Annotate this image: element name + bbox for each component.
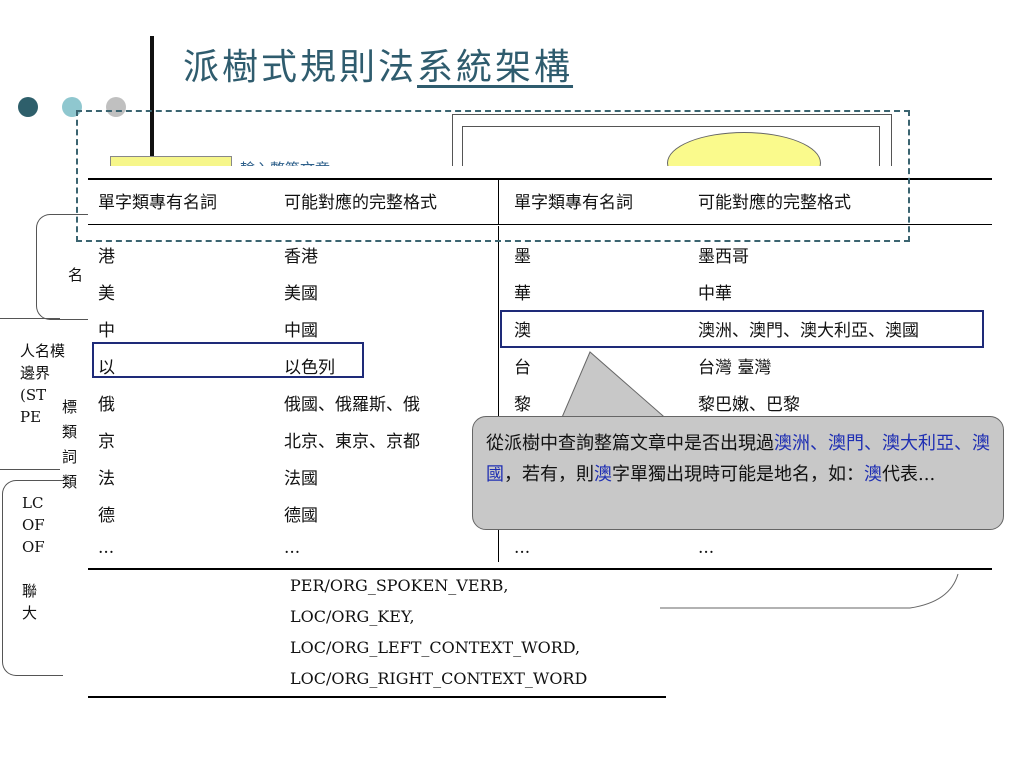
callout-highlight-text: 澳	[594, 464, 612, 485]
highlight-box-ao	[500, 310, 984, 348]
table-cell-left-full: 法國	[284, 469, 318, 489]
table-cell-left-char: 法	[98, 469, 115, 489]
table-cell-left-char: ...	[98, 538, 115, 558]
callout-plain-text: 從派樹中查詢整篇文章中是否出現過	[486, 433, 774, 454]
table-header: 單字類專有名詞	[98, 193, 217, 213]
bottom-rule-line: LOC/ORG_LEFT_CONTEXT_WORD,	[290, 638, 581, 657]
left-box-c-line	[22, 558, 45, 580]
bullet-dot-dark	[18, 97, 38, 117]
table-cell-left-full: 北京、東京、京都	[284, 432, 420, 452]
left-box-c-line: OF	[22, 516, 45, 534]
table-cell-left-full: 俄國、俄羅斯、俄	[284, 395, 420, 415]
left-box-b	[0, 318, 60, 470]
callout-plain-text: 代表...	[882, 464, 936, 485]
callout-box	[472, 416, 1004, 530]
left-box-b-inner-char: 標	[62, 398, 78, 416]
bottom-rule-line: PER/ORG_SPOKEN_VERB,	[290, 576, 509, 595]
table-header-rule	[88, 224, 992, 225]
table-cell-right-char: 墨	[514, 247, 531, 267]
highlight-box-yi	[92, 342, 364, 378]
left-box-c-line: LC	[22, 494, 44, 512]
table-header: 可能對應的完整格式	[284, 193, 437, 213]
table-cell-left-full: 德國	[284, 506, 318, 526]
table-cell-right-char: 澳	[514, 321, 531, 341]
left-box-b-line: PE	[20, 408, 42, 426]
left-box-b-line: 邊界	[20, 364, 51, 382]
table-cell-left-char: 德	[98, 506, 115, 526]
bottom-rule-list: PER/ORG_SPOKEN_VERB, LOC/ORG_KEY, LOC/OR…	[290, 570, 587, 694]
left-box-b-line: 人名模	[20, 342, 66, 360]
bottom-rule-line: LOC/ORG_RIGHT_CONTEXT_WORD	[290, 669, 588, 688]
table-cell-left-full: ...	[284, 538, 301, 558]
left-box-a-text: 名	[68, 266, 84, 284]
title-plain: 派樹式規則法	[183, 47, 418, 88]
table-header-separator	[498, 180, 499, 224]
diagram-connector-outer	[452, 114, 892, 167]
table-mid-rule	[88, 568, 992, 570]
table-cell-left-full: 香港	[284, 247, 318, 267]
table-bottom-rule	[88, 696, 666, 698]
left-box-c-line: OF	[22, 538, 45, 556]
dashed-highlight-frame	[76, 110, 910, 242]
table-top-rule	[88, 178, 992, 180]
bottom-connector-curve	[660, 573, 959, 609]
diagram-connector-inner	[462, 126, 880, 167]
table-cell-right-full: ...	[698, 538, 715, 558]
table-cell-right-full: 墨西哥	[698, 247, 749, 267]
table-cell-right-full: 黎巴嫩、巴黎	[698, 395, 800, 415]
left-box-c-text: LC OF OF 聯 大	[22, 492, 45, 624]
left-box-b-inner-char: 類	[62, 423, 78, 441]
table-cell-left-char: 港	[98, 247, 115, 267]
callout-pointer	[559, 351, 672, 424]
left-box-b-inner-char: 詞	[62, 448, 78, 466]
table-cell-right-char: 台	[514, 358, 531, 378]
table-cell-right-char: 華	[514, 284, 531, 304]
table-cell-left-full: 美國	[284, 284, 318, 304]
callout-text: 從派樹中查詢整篇文章中是否出現過澳洲、澳門、澳大利亞、澳國，若有，則澳字單獨出現…	[486, 428, 991, 490]
table-cell-left-char: 美	[98, 284, 115, 304]
left-box-b-line: (ST	[20, 386, 47, 404]
left-box-a	[36, 214, 97, 320]
table-header: 單字類專有名詞	[514, 193, 633, 213]
table-cell-right-char: 黎	[514, 395, 531, 415]
callout-highlight-text: 澳	[864, 464, 882, 485]
table-cell-left-char: 京	[98, 432, 115, 452]
left-box-b-text: 人名模 邊界 (ST PE	[20, 340, 65, 428]
table-cell-left-full: 中國	[284, 321, 318, 341]
title-divider	[150, 36, 154, 164]
table-cell-left-full: 以色列	[284, 358, 335, 378]
left-box-b-inner-char: 類	[62, 473, 78, 491]
slide-title: 派樹式規則法系統架構	[183, 38, 573, 90]
callout-highlight-text: 澳洲、澳門、澳大利亞、澳國	[486, 433, 990, 485]
table-cell-left-char: 俄	[98, 395, 115, 415]
table-cell-right-full: 中華	[698, 284, 732, 304]
callout-plain-text: ，若有，則	[504, 464, 594, 485]
callout-plain-text: 字單獨出現時可能是地名，如：	[612, 464, 864, 485]
table-cell-right-full: 台灣 臺灣	[698, 358, 772, 378]
bullet-dot-gray	[106, 97, 126, 117]
table-cell-right-char: ...	[514, 538, 531, 558]
left-box-c-line: 大	[22, 604, 38, 622]
table-cell-left-char: 中	[98, 321, 115, 341]
left-box-b-inner: 標 類 詞 類	[62, 395, 77, 495]
table-header: 可能對應的完整格式	[698, 193, 851, 213]
table-column-separator	[498, 226, 499, 562]
title-underlined: 系統架構	[417, 47, 574, 88]
bottom-rule-line: LOC/ORG_KEY,	[290, 607, 415, 626]
left-box-c-line: 聯	[22, 582, 38, 600]
table-cell-right-full: 澳洲、澳門、澳大利亞、澳國	[698, 321, 919, 341]
table-cell-left-char: 以	[98, 358, 115, 378]
left-box-c	[2, 480, 63, 676]
